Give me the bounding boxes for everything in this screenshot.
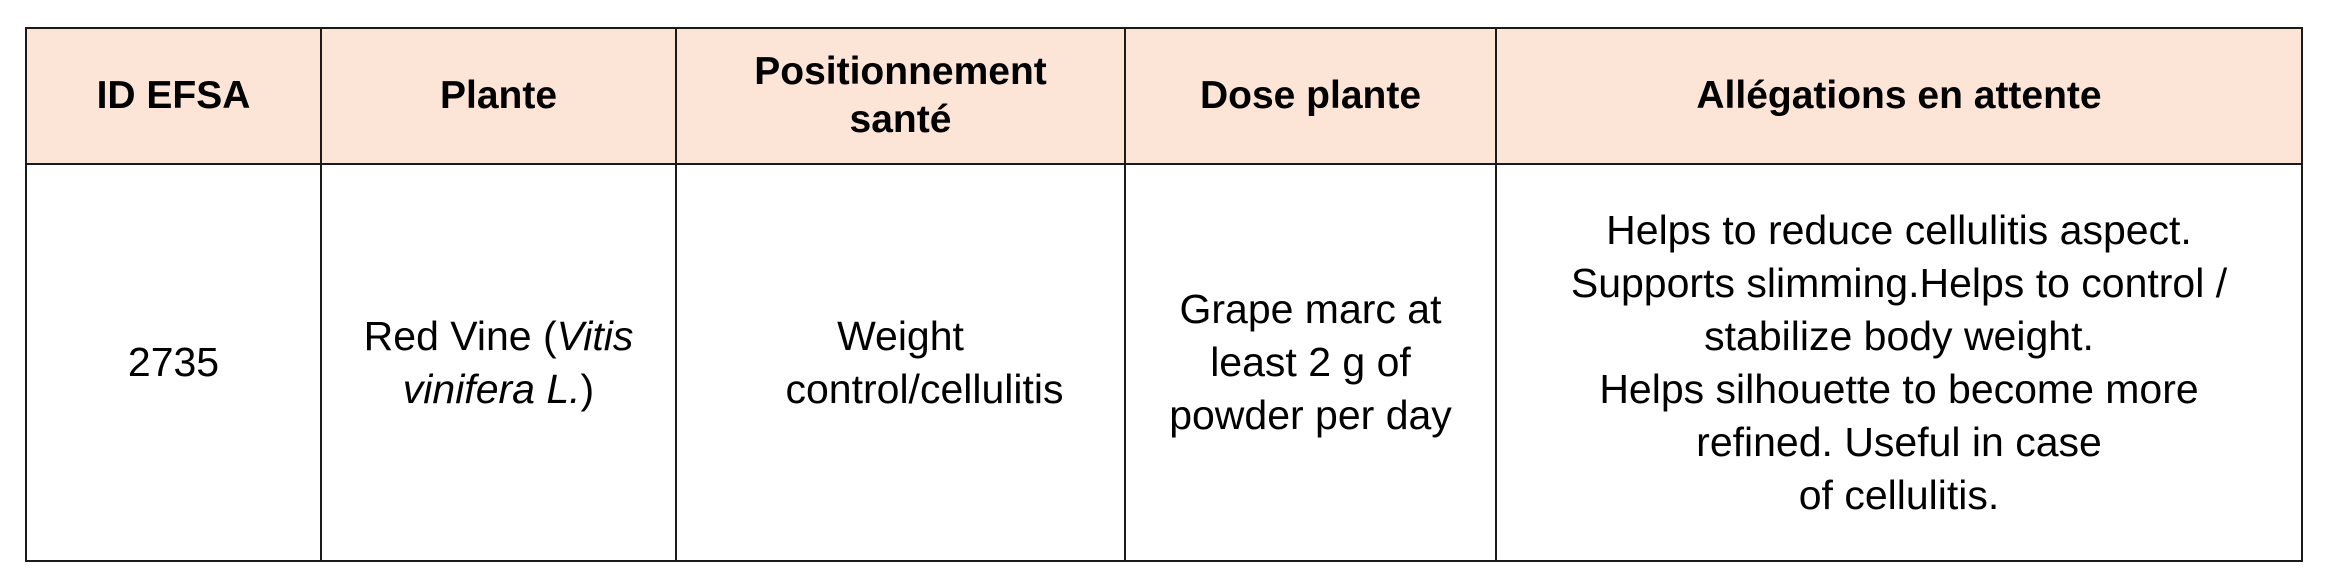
allegation-line: refined. Useful in case [1696, 418, 2102, 465]
allegation-line: Supports slimming.Helps to control / [1570, 259, 2228, 306]
header-row: ID EFSA Plante Positionnement santé Dose… [25, 27, 2303, 165]
positionnement-text: Weight control/cellulitis [785, 312, 1064, 412]
header-positionnement-label: Positionnement santé [754, 50, 1047, 141]
plante-common: Red Vine ( [363, 312, 557, 359]
cell-id: 2735 [25, 163, 322, 562]
allegation-line: of cellulitis. [1798, 471, 2000, 518]
plante-latin: Vitis vinifera L. [402, 312, 634, 412]
efsa-claims-table: ID EFSA Plante Positionnement santé Dose… [25, 27, 2303, 562]
plante-close: ) [580, 365, 595, 412]
allegation-line: stabilize body weight. [1704, 312, 2094, 359]
header-allegations: Allégations en attente [1495, 27, 2303, 165]
allegation-line: Helps silhouette to become more [1599, 365, 2199, 412]
allegation-line: Helps to reduce cellulitis aspect. [1606, 206, 2192, 253]
cell-allegations: Helps to reduce cellulitis aspect. Suppo… [1495, 163, 2303, 562]
dose-text: Grape marc at least 2 g of powder per da… [1169, 286, 1452, 438]
table-row: 2735 Red Vine (Vitis vinifera L.) Weight… [25, 163, 2303, 562]
cell-positionnement: Weight control/cellulitis [675, 163, 1126, 562]
cell-plante: Red Vine (Vitis vinifera L.) [320, 163, 677, 562]
header-id-efsa: ID EFSA [25, 27, 322, 165]
cell-dose: Grape marc at least 2 g of powder per da… [1124, 163, 1497, 562]
header-dose: Dose plante [1124, 27, 1497, 165]
header-plante: Plante [320, 27, 677, 165]
header-positionnement: Positionnement santé [675, 27, 1126, 165]
